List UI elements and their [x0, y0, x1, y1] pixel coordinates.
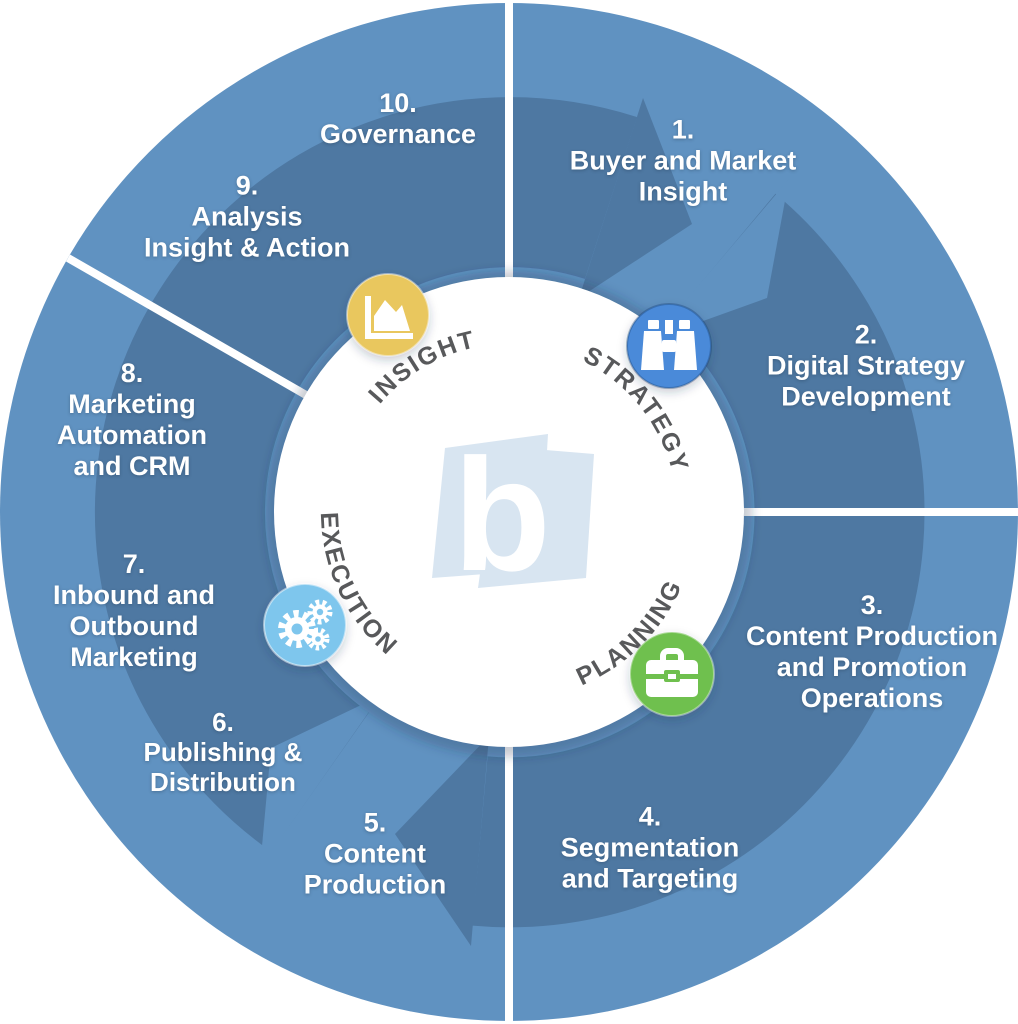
- segment-number: 10.: [379, 88, 417, 118]
- segment-label-2: 2. Digital Strategy Development: [767, 320, 965, 413]
- segment-line: Distribution: [150, 767, 296, 797]
- segment-number: 5.: [363, 807, 387, 838]
- logo-letter: b: [453, 425, 551, 604]
- binoculars-icon: [626, 303, 712, 392]
- segment-line: Development: [781, 381, 951, 412]
- arrow-head-top: [579, 98, 692, 298]
- area-chart-icon: [346, 273, 430, 360]
- segment-label-8: 8. Marketing Automation and CRM: [57, 358, 207, 482]
- briefcase-icon: [629, 631, 715, 720]
- logo-watermark-pane-right: [478, 446, 594, 588]
- arrow-tail-notch-left: [260, 696, 380, 868]
- segment-line: Marketing: [70, 642, 198, 672]
- segment-label-6: 6. Publishing & Distribution: [144, 707, 303, 797]
- segment-line: Insight: [638, 176, 728, 207]
- cycle-arrow-left: [94, 97, 637, 852]
- segment-line: and CRM: [73, 451, 191, 481]
- segment-label-7: 7. Inbound and Outbound Marketing: [53, 549, 215, 673]
- segment-line: Inbound and: [53, 580, 215, 610]
- segment-number: 8.: [120, 358, 144, 388]
- gears-glyph: [278, 599, 333, 651]
- segment-number: 3.: [860, 590, 884, 620]
- divider-line-upper-left: [66, 254, 308, 399]
- segment-line: Content: [324, 838, 426, 869]
- divider-lines: [66, 0, 1018, 1024]
- segment-label-3: 3. Content Production and Promotion Oper…: [746, 590, 998, 714]
- segment-line: Production: [303, 869, 447, 900]
- segment-label-5: 5. Content Production: [304, 808, 447, 901]
- segment-line: Governance: [319, 119, 477, 149]
- segment-number: 9.: [235, 170, 259, 201]
- gears-icon: [263, 583, 347, 670]
- segment-line: Automation: [57, 420, 207, 450]
- chart-axes: [365, 296, 413, 339]
- binoculars-glyph: [641, 320, 697, 370]
- segment-label-1: 1. Buyer and Market Insight: [570, 115, 797, 208]
- segment-line: Outbound: [69, 611, 199, 641]
- segment-line: and Targeting: [561, 863, 739, 894]
- chart-area: [374, 300, 410, 331]
- arrow-tail-notch-right: [653, 179, 789, 339]
- segment-line: Operations: [800, 683, 944, 713]
- segment-line: Insight & Action: [144, 232, 350, 263]
- segment-number: 1.: [671, 114, 695, 145]
- segment-label-9: 9. Analysis Insight & Action: [144, 171, 350, 264]
- segment-line: Publishing &: [143, 737, 303, 767]
- cycle-arrows: [94, 97, 925, 946]
- segment-number: 7.: [122, 549, 146, 579]
- segment-line: Buyer and Market: [569, 145, 797, 176]
- segment-label-10: 10. Governance: [320, 88, 476, 150]
- logo-watermark: b: [432, 425, 594, 604]
- briefcase-glyph: [646, 648, 698, 697]
- segment-line: Analysis: [191, 201, 303, 232]
- segment-line: and Promotion: [776, 652, 968, 682]
- segment-number: 2.: [854, 319, 878, 350]
- segment-line: Content Production: [746, 621, 998, 651]
- arrow-head-bottom: [395, 736, 489, 946]
- cycle-arrow-right: [472, 193, 925, 928]
- segment-label-4: 4. Segmentation and Targeting: [561, 802, 740, 895]
- segment-number: 6.: [212, 707, 234, 737]
- segment-line: Segmentation: [560, 832, 740, 863]
- segment-number: 4.: [638, 801, 662, 832]
- segment-line: Marketing: [68, 389, 196, 419]
- segment-line: Digital Strategy: [766, 350, 966, 381]
